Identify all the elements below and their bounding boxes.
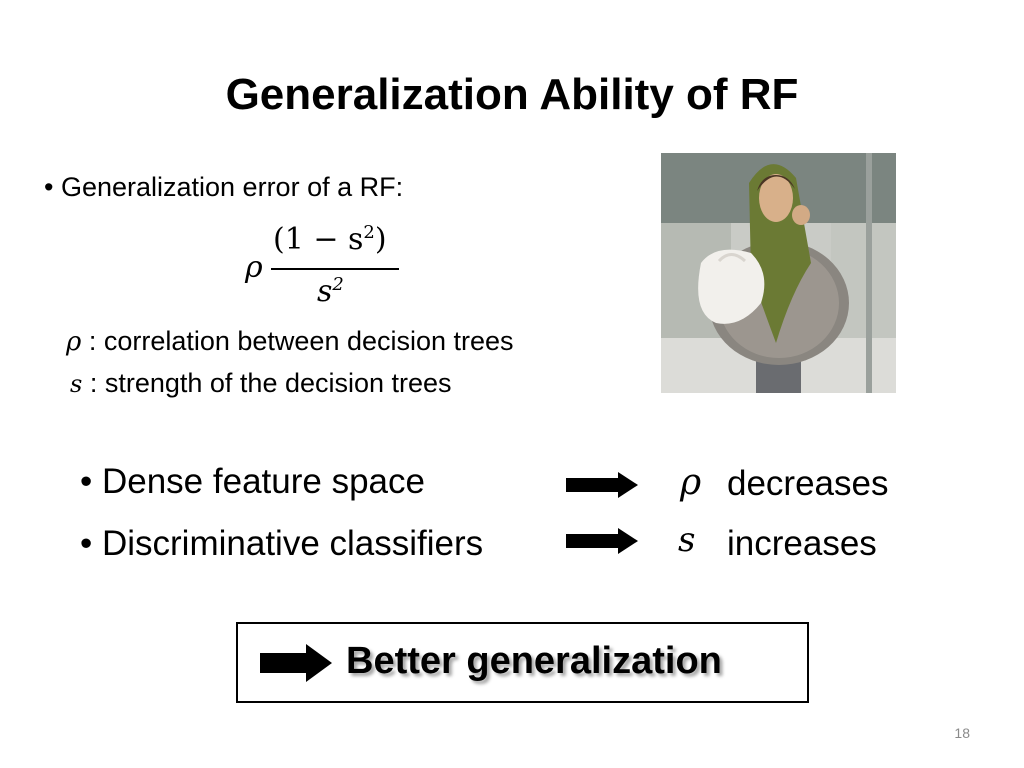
definition-s-symbol: s (70, 370, 83, 398)
right-arrow-icon (566, 472, 638, 498)
point-s-result: increases (727, 524, 877, 563)
point-dense-feature-space: • Dense feature space (80, 462, 425, 501)
fraction-bar (271, 268, 399, 270)
formula-denominator: s2 (317, 274, 344, 309)
formula-rho: ρ (245, 250, 263, 285)
definition-rho-text: : correlation between decision trees (88, 326, 514, 356)
right-arrow-icon (566, 528, 638, 554)
definition-rho-symbol: ρ (66, 327, 82, 357)
page-number: 18 (954, 725, 970, 741)
conclusion-text: Better generalization (346, 640, 722, 682)
definition-s-text: : strength of the decision trees (89, 368, 452, 398)
point-rho-symbol: ρ (680, 462, 702, 503)
definition-rho: ρ : correlation between decision trees (66, 326, 514, 357)
woman-photo (661, 153, 896, 393)
definition-s: s : strength of the decision trees (70, 368, 452, 399)
generalization-error-formula: ρ (1 − s2) s2 (245, 222, 405, 312)
point-s-symbol: s (678, 520, 696, 560)
point-discriminative-classifiers: • Discriminative classifiers (80, 524, 484, 563)
point-rho-result: decreases (727, 464, 889, 503)
bullet-generalization-error: • Generalization error of a RF: (44, 172, 404, 202)
slide-title: Generalization Ability of RF (225, 70, 799, 119)
conclusion-box (236, 622, 809, 703)
right-arrow-icon (260, 644, 332, 682)
formula-numerator: (1 − s2) (273, 222, 387, 257)
